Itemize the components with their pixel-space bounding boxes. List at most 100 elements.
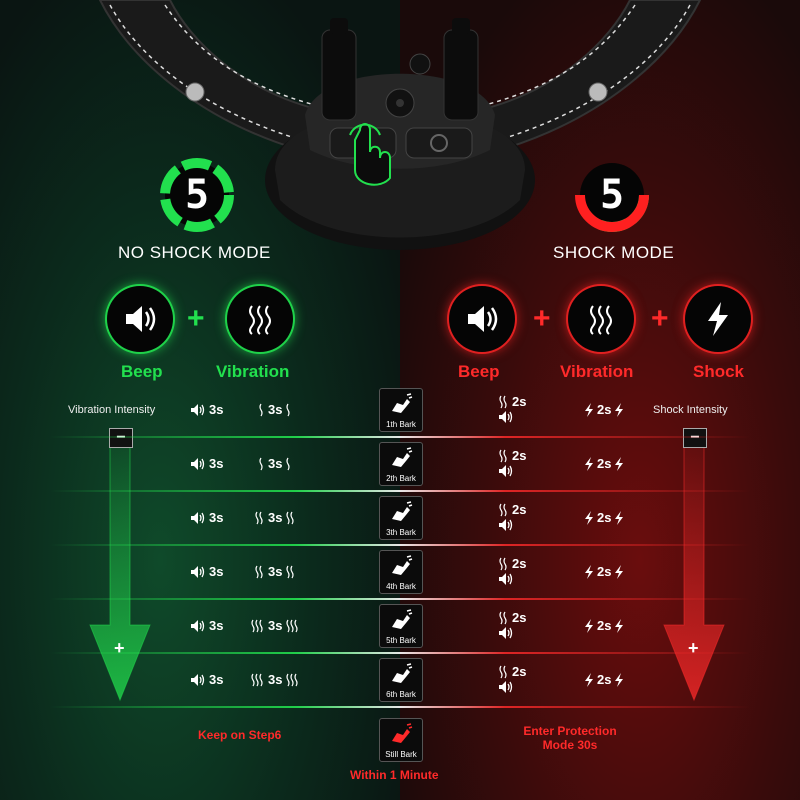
vibration-duration: 3s: [250, 618, 300, 633]
vibration-duration-value: 3s: [268, 456, 283, 471]
combo-beep: [498, 410, 514, 427]
combo-vibration: 2s: [498, 394, 526, 409]
vibration-waves-icon: [286, 511, 295, 524]
shock-duration: 2s: [584, 456, 624, 471]
bark-step-box: 4th Bark: [379, 550, 423, 594]
combo-vibration: 2s: [498, 610, 526, 625]
combo-vibration: 2s: [498, 664, 526, 679]
speaker-icon: [191, 565, 205, 578]
speaker-icon: [499, 573, 513, 585]
speaker-icon: [499, 519, 513, 531]
vibration-duration-value: 3s: [268, 672, 283, 687]
lightning-bolt-icon: [615, 402, 624, 417]
protection-note-line-1: Enter Protection: [523, 724, 617, 738]
beep-duration: 3s: [190, 510, 223, 525]
row-divider: [50, 544, 750, 546]
speaker-icon: [191, 457, 205, 470]
vibration-waves-icon: [286, 457, 291, 470]
beep-duration: 3s: [190, 618, 223, 633]
shock-mode-display: 5: [572, 155, 652, 235]
vibration-waves-icon: [255, 565, 263, 578]
shock-feature-icon: [685, 286, 751, 352]
speaker-icon: [191, 403, 205, 416]
vibration-waves-icon: [251, 619, 263, 632]
shock-duration: 2s: [584, 672, 624, 687]
vibration-duration-value: 3s: [268, 618, 283, 633]
within-1-minute-note: Within 1 Minute: [350, 768, 439, 782]
combo-beep: [498, 464, 514, 481]
vibration-duration-value: 3s: [268, 564, 283, 579]
vibration-label: Vibration: [560, 362, 634, 381]
shock-duration-value: 2s: [597, 672, 612, 687]
vibration-waves-icon: [286, 619, 299, 632]
combo-duration-value: 2s: [512, 664, 527, 679]
vibration-intensity-arrow: [89, 434, 151, 702]
beep-duration-value: 3s: [209, 618, 224, 633]
beep-duration: 3s: [190, 456, 223, 471]
bark-step-label: 4th Bark: [386, 582, 416, 591]
bark-step-label: 1th Bark: [386, 420, 416, 429]
bark-step-label: 5th Bark: [386, 636, 416, 645]
beep-feature-icon: [107, 286, 173, 352]
dog-bark-icon: [392, 723, 413, 743]
vibration-waves-icon: [499, 557, 507, 570]
combo-beep: [498, 572, 514, 589]
speaker-icon: [499, 465, 513, 477]
dog-bark-icon: [392, 663, 413, 683]
intensity-plus-indicator: +: [114, 638, 125, 658]
vibration-waves-icon: [499, 611, 507, 624]
shock-label: Shock: [693, 362, 745, 381]
beep-feature-icon: [449, 286, 515, 352]
lightning-bolt-icon: [585, 456, 593, 471]
intensity-minus-indicator: −: [109, 428, 133, 448]
row-divider: [50, 598, 750, 600]
dog-bark-icon: [392, 501, 413, 521]
bark-step-box: 6th Bark: [379, 658, 423, 702]
beep-duration: 3s: [190, 402, 223, 417]
vibration-waves-icon: [259, 403, 263, 416]
combo-duration-value: 2s: [512, 394, 527, 409]
vibration-waves-icon: [286, 403, 291, 416]
vibration-duration: 3s: [258, 402, 292, 417]
vibration-waves-icon: [286, 565, 295, 578]
vibration-waves-icon: [249, 305, 271, 335]
dog-bark-icon: [392, 555, 413, 575]
protection-mode-note: Enter Protection Mode 30s: [495, 724, 645, 752]
plus-sign: +: [651, 302, 669, 335]
vibration-feature-icon: [568, 286, 634, 352]
row-divider: [50, 490, 750, 492]
vibration-waves-icon: [286, 673, 299, 686]
dog-bark-icon: [392, 393, 413, 413]
mode-ring-green: [160, 158, 234, 232]
intensity-minus-indicator: −: [683, 428, 707, 448]
vibration-waves-icon: [259, 457, 263, 470]
beep-duration: 3s: [190, 564, 223, 579]
speaker-icon: [499, 411, 513, 423]
row-divider: [50, 652, 750, 654]
lightning-bolt-icon: [585, 618, 593, 633]
vibration-waves-icon: [251, 673, 263, 686]
beep-duration-value: 3s: [209, 564, 224, 579]
shock-duration: 2s: [584, 564, 624, 579]
combo-vibration: 2s: [498, 556, 526, 571]
combo-duration-value: 2s: [512, 556, 527, 571]
vibration-duration: 3s: [258, 456, 292, 471]
shock-duration-value: 2s: [597, 402, 612, 417]
combo-beep: [498, 680, 514, 697]
vibration-waves-icon: [590, 305, 612, 335]
no-shock-mode-display: 5: [157, 155, 237, 235]
beep-vibration-combo: 2s: [498, 556, 526, 589]
vibration-duration: 3s: [254, 564, 296, 579]
dog-bark-icon: [392, 447, 413, 467]
shock-duration-value: 2s: [597, 618, 612, 633]
still-bark-box: Still Bark: [379, 718, 423, 762]
combo-vibration: 2s: [498, 448, 526, 463]
lightning-bolt-icon: [615, 564, 624, 579]
bark-step-label: 6th Bark: [386, 690, 416, 699]
lightning-bolt-icon: [585, 564, 593, 579]
beep-duration-value: 3s: [209, 510, 224, 525]
beep-duration-value: 3s: [209, 456, 224, 471]
combo-duration-value: 2s: [512, 448, 527, 463]
beep-duration: 3s: [190, 672, 223, 687]
collar-device-illustration: [98, 0, 702, 250]
